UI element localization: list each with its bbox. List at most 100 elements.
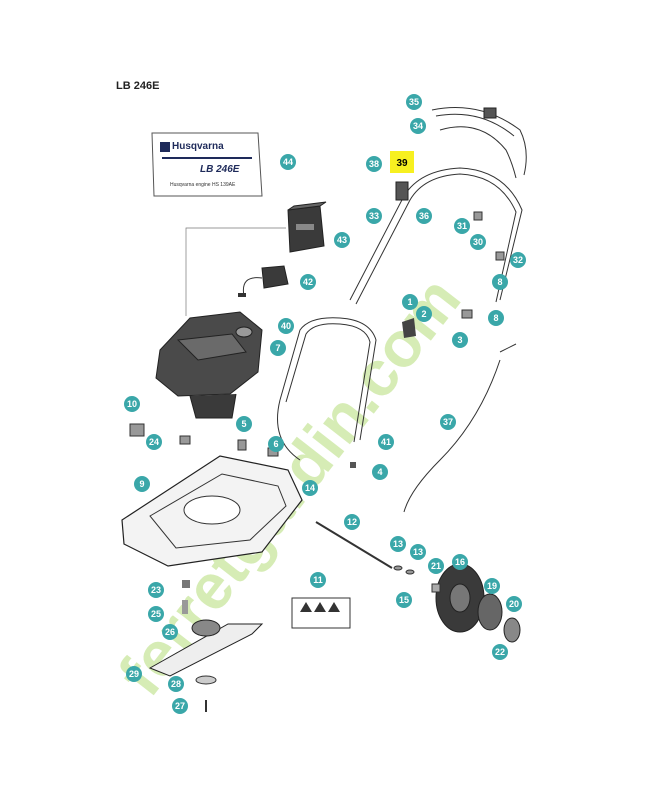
handle-upper-bar: [431, 107, 527, 179]
callout-label: 41: [381, 437, 391, 447]
callout-label: 31: [457, 221, 467, 231]
callout-label: 13: [413, 547, 423, 557]
callout-3: 3: [452, 332, 468, 348]
callout-35: 35: [406, 94, 422, 110]
callout-circle: [492, 644, 508, 660]
callout-label: 37: [443, 417, 453, 427]
callout-label: 25: [151, 609, 161, 619]
callout-circle: [278, 318, 294, 334]
callout-circle: [492, 274, 508, 290]
callout-label: 43: [337, 235, 347, 245]
callout-circle: [416, 306, 432, 322]
charger: [238, 265, 289, 297]
callout-circle: [366, 208, 382, 224]
callout-circle: [390, 536, 406, 552]
callout-circle: [452, 332, 468, 348]
mower-deck: [121, 455, 303, 567]
callout-circle: [268, 436, 284, 452]
callout-circle: [470, 234, 486, 250]
callout-label: 32: [513, 255, 523, 265]
callout-43: 43: [334, 232, 350, 248]
callout-circle: [406, 94, 422, 110]
callout-label: 28: [171, 679, 181, 689]
callout-circle: [366, 156, 382, 172]
callout-circle: [510, 252, 526, 268]
callout-label: 4: [377, 467, 382, 477]
callout-38: 38: [366, 156, 382, 172]
callout-6: 6: [268, 436, 284, 452]
callout-1: 1: [402, 294, 418, 310]
callout-label: 11: [313, 575, 323, 585]
callout-10: 10: [124, 396, 140, 412]
decal-model: LB 246E: [200, 164, 240, 175]
small-parts: [129, 181, 505, 614]
lower-handle: [277, 317, 377, 461]
callout-13b: 13: [410, 544, 426, 560]
callout-label: 30: [473, 237, 483, 247]
callout-42: 42: [300, 274, 316, 290]
callout-circle: [124, 396, 140, 412]
callout-circle: [378, 434, 394, 450]
callout-label: 23: [151, 585, 161, 595]
callout-14: 14: [302, 480, 318, 496]
callout-20: 20: [506, 596, 522, 612]
callout-circle: [440, 414, 456, 430]
callout-label: 40: [281, 321, 291, 331]
callout-circle: [172, 698, 188, 714]
callout-circle: [402, 294, 418, 310]
warning-decal: [291, 597, 351, 629]
callout-label: 27: [175, 701, 185, 711]
callout-label: 10: [127, 399, 137, 409]
callout-13a: 13: [390, 536, 406, 552]
callout-21: 21: [428, 558, 444, 574]
callout-circle: [168, 676, 184, 692]
callout-circle: [334, 232, 350, 248]
callout-41: 41: [378, 434, 394, 450]
callout-circle: [344, 514, 360, 530]
callout-circle: [310, 572, 326, 588]
callout-label: 29: [129, 669, 139, 679]
callout-label: 26: [165, 627, 175, 637]
callout-circle: [416, 208, 432, 224]
callout-label: 36: [419, 211, 429, 221]
callout-22: 22: [492, 644, 508, 660]
callout-27: 27: [172, 698, 188, 714]
axle: [315, 521, 393, 569]
callout-39: 39: [390, 151, 414, 173]
callout-circle: [452, 554, 468, 570]
callout-25: 25: [148, 606, 164, 622]
callout-circle: [372, 464, 388, 480]
callout-label: 8: [493, 313, 498, 323]
callout-label: 12: [347, 517, 357, 527]
engine: [155, 311, 263, 419]
callout-highlight: [390, 151, 414, 173]
callout-circle: [270, 340, 286, 356]
callout-label: 21: [431, 561, 441, 571]
diagram-title: LB 246E: [116, 80, 160, 92]
callout-36: 36: [416, 208, 432, 224]
callout-label: 38: [369, 159, 379, 169]
callout-circle: [454, 218, 470, 234]
model-decal: Husqvarna LB 246E Husqvarna engine HS 13…: [151, 132, 263, 197]
callout-40: 40: [278, 318, 294, 334]
callout-label: 34: [413, 121, 423, 131]
callout-label: 9: [139, 479, 144, 489]
callout-label: 20: [509, 599, 519, 609]
callout-15: 15: [396, 592, 412, 608]
callout-label: 15: [399, 595, 409, 605]
callout-circle: [410, 118, 426, 134]
callout-28: 28: [168, 676, 184, 692]
callout-5: 5: [236, 416, 252, 432]
cable: [403, 343, 517, 513]
callout-11: 11: [310, 572, 326, 588]
callout-circle: [162, 624, 178, 640]
callout-circle: [236, 416, 252, 432]
callout-31: 31: [454, 218, 470, 234]
callout-7: 7: [270, 340, 286, 356]
callout-circle: [410, 544, 426, 560]
callout-label: 3: [457, 335, 462, 345]
callout-37: 37: [440, 414, 456, 430]
callout-label: 19: [487, 581, 497, 591]
